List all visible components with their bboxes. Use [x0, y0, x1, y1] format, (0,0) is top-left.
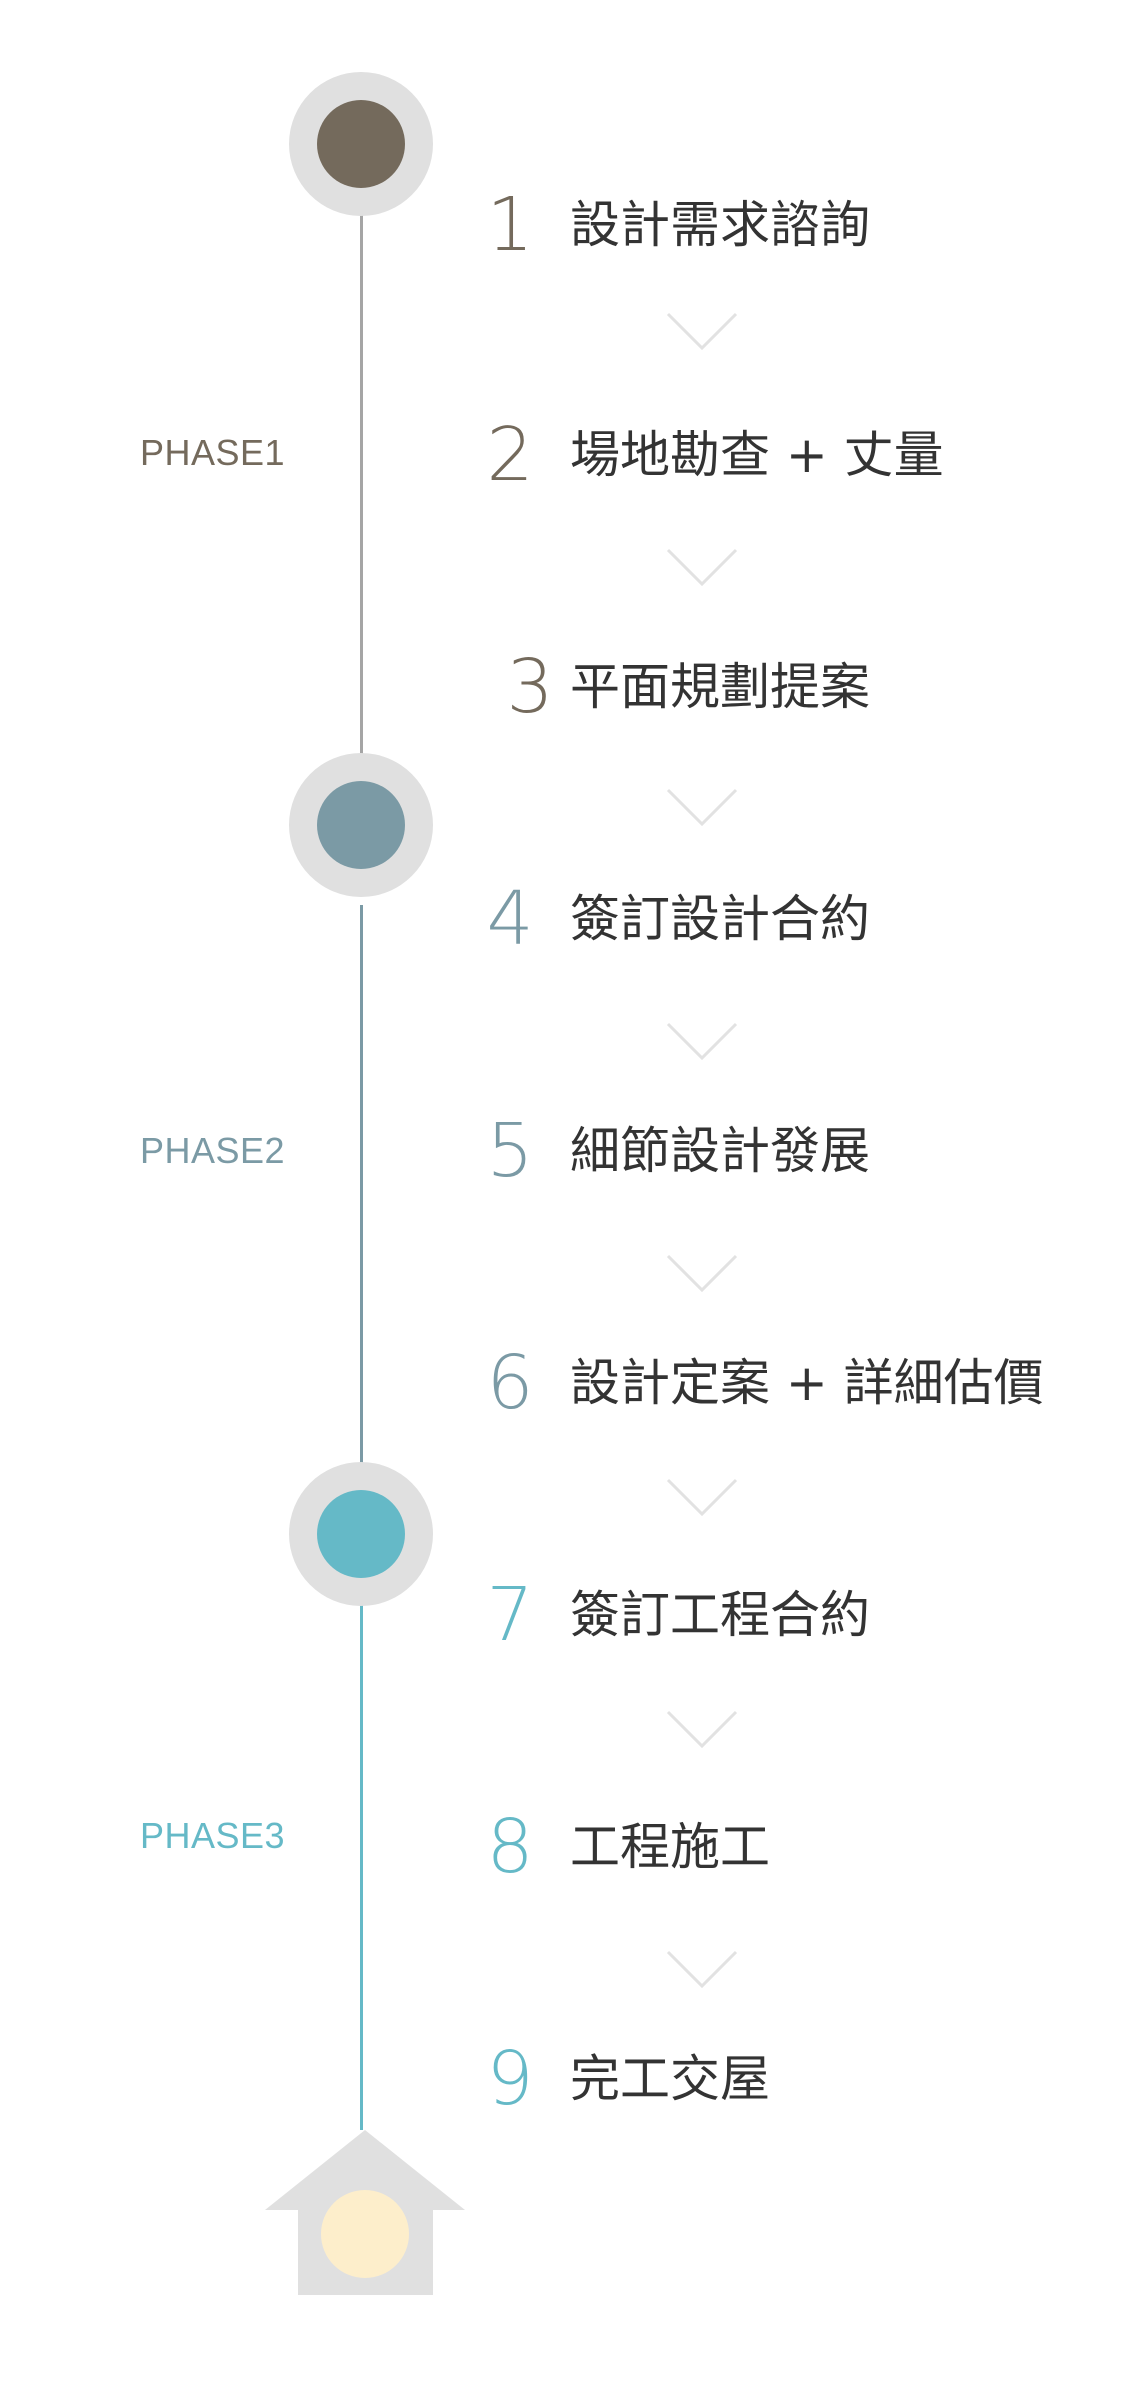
step-number: 2 — [486, 412, 534, 498]
chevron-down-icon — [666, 312, 738, 351]
house-icon — [265, 2130, 465, 2295]
step-number: 3 — [506, 644, 554, 730]
step-number: 1 — [486, 182, 534, 268]
step-number: 5 — [486, 1108, 534, 1194]
phase1-label: PHASE1 — [140, 432, 286, 473]
chevron-down-icon — [666, 1478, 738, 1517]
step-number: 4 — [486, 876, 534, 962]
phase2-node-icon — [289, 753, 433, 897]
step-label: 場地勘查 + 丈量 — [570, 426, 944, 484]
chevron-down-icon — [666, 1022, 738, 1061]
phase2-label: PHASE2 — [140, 1130, 286, 1171]
step-label: 簽訂工程合約 — [570, 1586, 870, 1644]
step-label: 完工交屋 — [570, 2050, 770, 2108]
step-number: 6 — [486, 1340, 534, 1426]
phase2-node-dot — [317, 781, 405, 869]
phase1-node-dot — [317, 100, 405, 188]
phase3-label: PHASE3 — [140, 1815, 286, 1856]
chevron-down-icon — [666, 788, 738, 827]
step-label: 細節設計發展 — [570, 1122, 870, 1180]
chevron-down-icon — [666, 1950, 738, 1989]
phase3-node-icon — [289, 1462, 433, 1606]
chevron-down-icon — [666, 1254, 738, 1293]
step-label: 設計定案 + 詳細估價 — [570, 1354, 1044, 1412]
timeline-line-phase3 — [360, 1600, 363, 2130]
phase1-node-icon — [289, 72, 433, 216]
step-number: 7 — [486, 1572, 534, 1658]
chevron-down-icon — [666, 548, 738, 587]
step-label: 設計需求諮詢 — [570, 196, 870, 254]
timeline-line-phase1 — [360, 215, 363, 755]
house-light — [321, 2190, 409, 2278]
step-number: 9 — [486, 2036, 534, 2122]
step-number: 8 — [486, 1804, 534, 1890]
step-label: 簽訂設計合約 — [570, 890, 870, 948]
phase3-node-dot — [317, 1490, 405, 1578]
step-label: 工程施工 — [570, 1818, 770, 1876]
chevron-down-icon — [666, 1710, 738, 1749]
step-label: 平面規劃提案 — [570, 658, 870, 716]
timeline-line-phase2 — [360, 905, 363, 1465]
